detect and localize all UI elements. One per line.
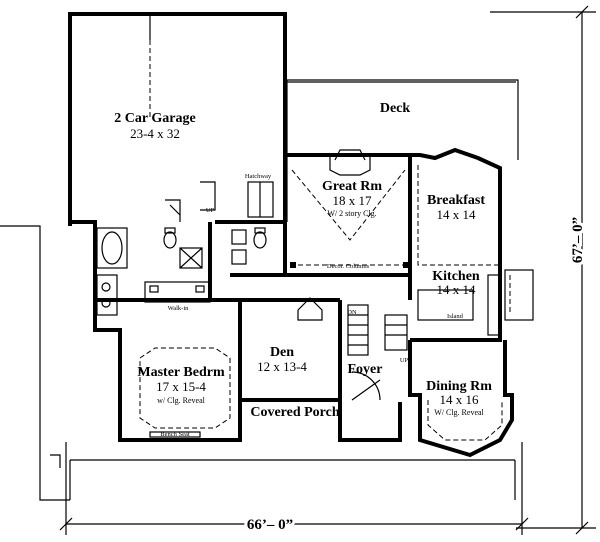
deck-outline [286,79,519,222]
porch-name: Covered Porch [250,405,340,420]
shower [179,247,203,269]
kitchen-name: Kitchen [432,269,480,284]
site-lines [0,225,516,501]
breakfast-name: Breakfast [427,193,485,208]
great-room-clg-outline [291,169,406,241]
garage-walls [68,12,287,226]
decor-columns [290,262,409,268]
kitchen-island [417,289,474,321]
kitchen-counter [487,269,534,336]
stair-dn-label: DN [347,309,357,316]
breakfast-dims: 14 x 14 [437,207,477,222]
dining-name: Dining Rm [426,379,492,394]
foyer-door [351,371,381,401]
garage-up-label: UP [206,207,215,214]
depth-dimension-line [490,5,596,535]
fireplace [329,149,371,176]
great-room-note: W/ 2 story Clg. [327,209,376,218]
great-room-name: Great Rm [322,179,382,194]
hatchway-label: Hatchway [245,173,272,180]
width-dimension-line [59,442,529,535]
bench-seat-label: Bench Seat [160,431,190,438]
garage-dims: 23-4 x 32 [130,126,180,141]
dining-clg-outline [427,400,503,441]
dining-dims: 14 x 16 [440,392,480,407]
sinks [96,274,118,316]
bench-seat [149,431,201,438]
den-closet [297,297,323,321]
depth-dimension-label: 67’– 0” [570,217,586,263]
master-dims: 17 x 15-4 [156,379,206,394]
master-clg-outline [139,347,231,429]
walk-in-label: Walk-in [168,305,190,312]
great-room-dims: 18 x 17 [333,193,373,208]
kitchen-dims: 14 x 14 [437,282,477,297]
foyer-name: Foyer [348,362,383,377]
deck-name: Deck [380,101,411,116]
laundry [231,229,247,265]
hatchway-box [247,181,274,218]
dining-note: W/ Clg. Reveal [434,408,484,417]
toilets [163,227,267,249]
den-name: Den [270,345,294,360]
columns-label: Decor. Columns [327,263,370,270]
garage-name: 2 Car Garage [114,111,195,126]
island-label: Island [447,313,464,320]
width-dimension-label: 66’– 0” [247,517,293,533]
den-dims: 12 x 13-4 [257,359,307,374]
foyer-stairs [347,304,408,356]
master-name: Master Bedrm [137,365,225,380]
walk-in-closet [144,281,211,303]
house-walls [70,147,514,458]
stair-up-label: UP [400,357,409,364]
bathtub [96,227,128,269]
master-note: w/ Clg. Reveal [157,396,206,405]
breakfast-dash [417,165,498,266]
